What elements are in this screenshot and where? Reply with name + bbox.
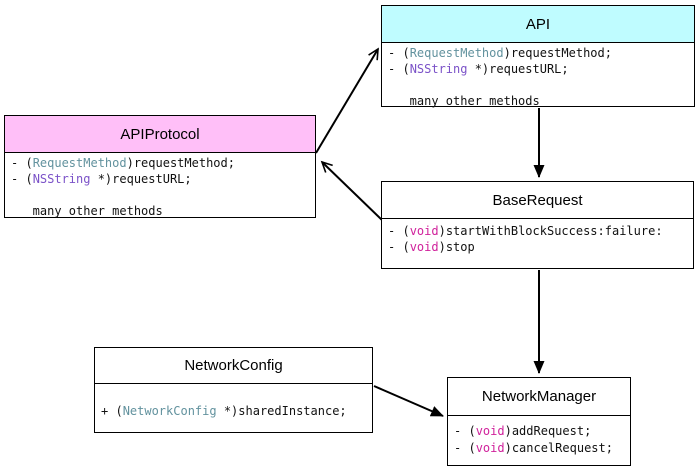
class-box-baserequest-header: BaseRequest: [382, 182, 693, 219]
class-box-apiprotocol[interactable]: APIProtocol - (RequestMethod)requestMeth…: [4, 115, 316, 218]
class-box-api-header: API: [382, 6, 694, 43]
class-box-networkconfig-header: NetworkConfig: [95, 348, 372, 384]
class-box-apiprotocol-header: APIProtocol: [5, 116, 315, 153]
class-box-networkmanager-header: NetworkManager: [448, 378, 630, 416]
class-box-apiprotocol-members: - (RequestMethod)requestMethod;- (NSStri…: [11, 156, 235, 218]
class-box-api-title: API: [525, 15, 551, 33]
class-box-baserequest-members: - (void)startWithBlockSuccess:failure:- …: [388, 224, 663, 254]
class-box-api-members: - (RequestMethod)requestMethod;- (NSStri…: [388, 46, 612, 108]
class-box-networkconfig-members: + (NetworkConfig *)sharedInstance;: [101, 404, 347, 418]
class-box-apiprotocol-title: APIProtocol: [120, 125, 200, 143]
class-box-networkconfig-title: NetworkConfig: [184, 357, 283, 374]
class-box-baserequest[interactable]: BaseRequest - (void)startWithBlockSucces…: [381, 181, 694, 269]
arrow-apiprotocol-to-api: [315, 47, 379, 154]
arrow-baserequest-to-apiprotocol: [320, 160, 383, 221]
class-box-networkmanager[interactable]: NetworkManager - (void)addRequest;- (voi…: [447, 377, 631, 466]
class-box-baserequest-title: BaseRequest: [492, 191, 583, 209]
class-box-networkmanager-title: NetworkManager: [481, 388, 597, 405]
class-box-networkmanager-members: - (void)addRequest;- (void)cancelRequest…: [454, 424, 613, 455]
class-box-networkconfig[interactable]: NetworkConfig + (NetworkConfig *)sharedI…: [94, 347, 373, 433]
class-box-api[interactable]: API - (RequestMethod)requestMethod;- (NS…: [381, 5, 695, 108]
arrow-networkconfig-to-networkmanager: [373, 385, 444, 417]
